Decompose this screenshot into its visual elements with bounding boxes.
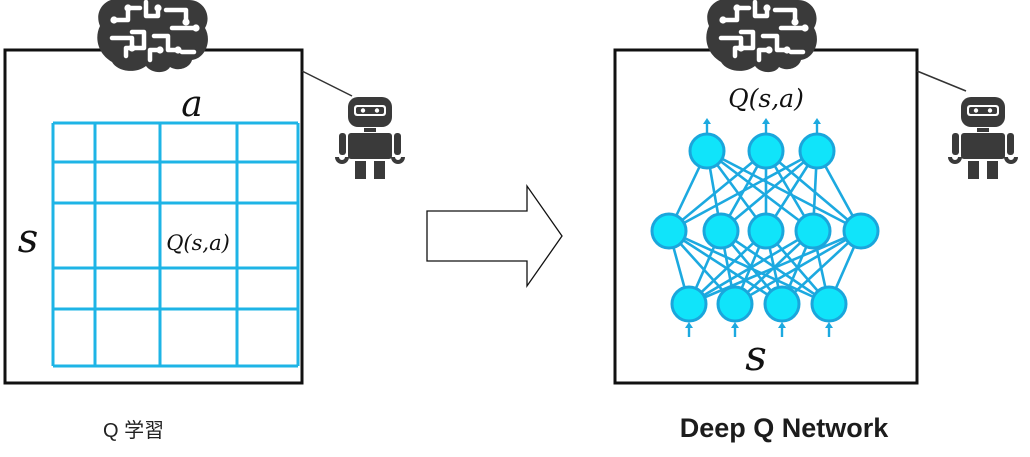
action-axis-label: a [181,84,202,125]
network-node [794,212,832,250]
network-node [716,285,754,323]
state-axis-label: s [18,216,39,262]
network-edge [688,229,862,306]
network-edge [668,149,767,233]
network-node [650,212,688,250]
network-edge [734,229,862,306]
network-edge [706,149,862,233]
input-arrow-head [731,322,739,328]
brain-icon [97,0,208,72]
network-edge [765,150,862,232]
network-node [842,212,880,250]
robot-connector-line [301,70,353,97]
network-node [810,285,848,323]
network-node [763,285,801,323]
network-node [670,285,708,323]
output-arrow-head [813,118,821,124]
q-value-cell-label: Q(s,a) [166,231,230,255]
q-learning-caption: Q 学習 [103,419,164,442]
network-edge [668,149,818,233]
q-table-grid [51,121,300,368]
output-arrow-head [703,118,711,124]
network-edge [688,229,814,306]
robot-connector-line [916,70,967,92]
input-arrow-head [685,322,693,328]
brain-icon [706,0,817,72]
right-arrow-icon [426,183,563,289]
network-node [798,132,836,170]
q-learning-panel: a s Q(s,a) Q 学習 [3,0,405,442]
input-arrow-head [825,322,833,328]
q-learning-frame [3,48,304,385]
network-node [688,132,726,170]
dqn-panel: Q(s,a) s Deep Q Network [613,0,1018,443]
input-arrow-head [778,322,786,328]
robot-icon [948,95,1018,181]
network-edge [668,229,783,306]
network-node [747,212,785,250]
state-input-label: s [745,331,767,380]
network-edge [706,149,814,233]
neural-network [650,118,880,337]
output-arrow-head [762,118,770,124]
q-output-label: Q(s,a) [728,84,804,113]
robot-icon [335,95,405,181]
network-edge [720,150,818,232]
network-node [702,212,740,250]
network-node [747,132,785,170]
dqn-caption: Deep Q Network [680,413,890,443]
